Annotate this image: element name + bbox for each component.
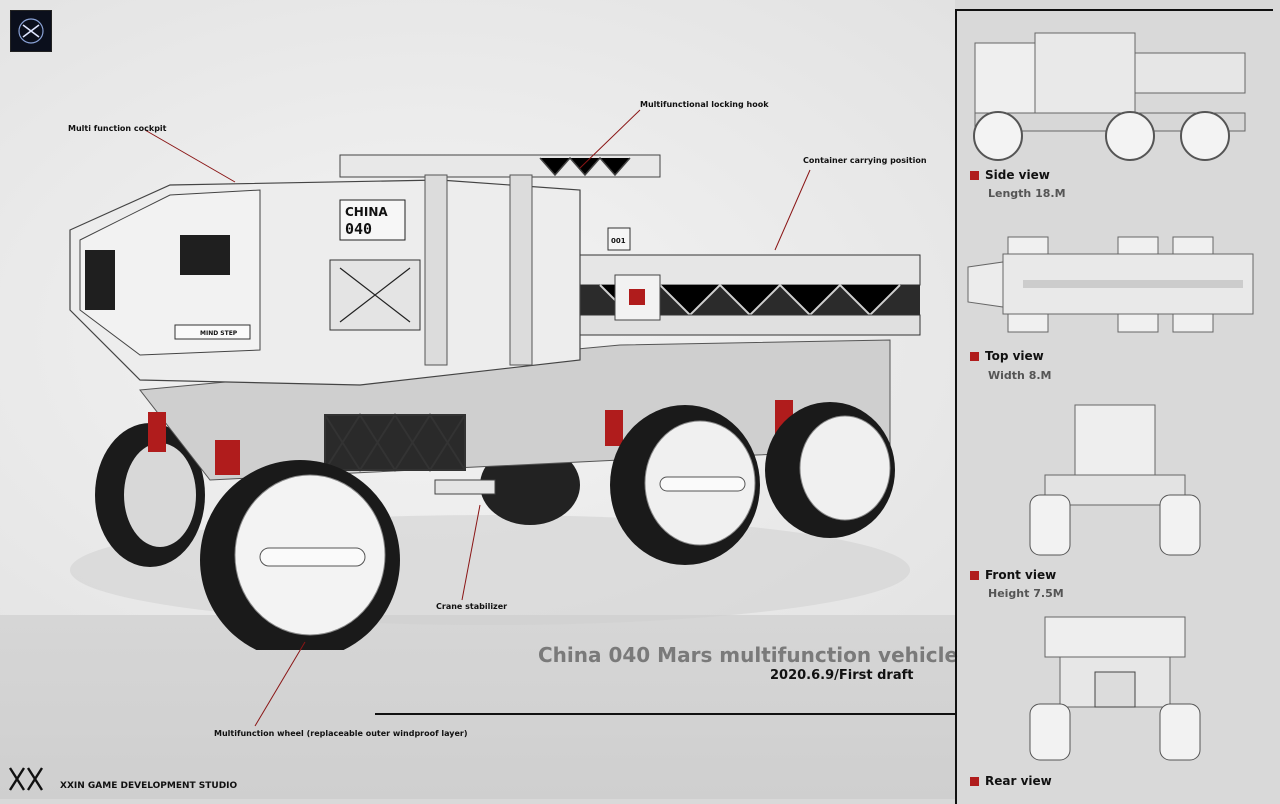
middle-wheel [610, 405, 760, 565]
front-view-marker-icon [970, 571, 979, 580]
callout-cockpit: Multi function cockpit [68, 124, 167, 133]
callout-crane-stabilizer: Crane stabilizer [436, 602, 508, 611]
front-view-dimension: Height 7.5M [988, 587, 1064, 600]
side-view-drawing [973, 32, 1246, 161]
rear-view-drawing [1029, 616, 1201, 761]
side-view-marker-icon [970, 171, 979, 180]
rear-view-label: Rear view [970, 774, 1052, 788]
top-view-drawing [967, 236, 1254, 333]
page-title: China 040 Mars multifunction vehicle [538, 643, 959, 667]
studio-name: XXIN GAME DEVELOPMENT STUDIO [60, 781, 238, 791]
top-view-dimension: Width 8.M [988, 369, 1052, 382]
front-view-drawing [1029, 404, 1201, 556]
caption-area [0, 615, 955, 799]
callout-container-position: Container carrying position [803, 156, 927, 165]
top-view-marker-icon [970, 352, 979, 361]
tag-marking: 001 [611, 237, 626, 245]
draft-date: 2020.6.9/First draft [770, 668, 914, 683]
bracket-line [375, 713, 955, 715]
side-view-label: Side view [970, 168, 1050, 182]
back-right-wheel [765, 402, 895, 538]
vehicle-number-marking: 040 [345, 220, 372, 238]
vehicle-render: CHINA 040 MIND STEP 001 [69, 154, 921, 650]
studio-logo [10, 10, 52, 52]
top-view-label: Top view [970, 349, 1044, 363]
front-view-label: Front view [970, 568, 1056, 582]
side-view-dimension: Length 18.M [988, 187, 1066, 200]
rear-left-wheel [95, 423, 205, 567]
studio-mark-icon [8, 767, 44, 791]
orthographic-views-panel [955, 9, 1273, 804]
logo-emblem-icon [18, 18, 44, 44]
vehicle-name-marking: CHINA [345, 205, 388, 219]
step-marking: MIND STEP [200, 330, 238, 337]
callout-wheel: Multifunction wheel (replaceable outer w… [214, 729, 468, 738]
callout-lines [144, 109, 811, 727]
rear-view-marker-icon [970, 777, 979, 786]
front-left-wheel [200, 460, 400, 650]
callout-locking-hook: Multifunctional locking hook [640, 100, 769, 109]
